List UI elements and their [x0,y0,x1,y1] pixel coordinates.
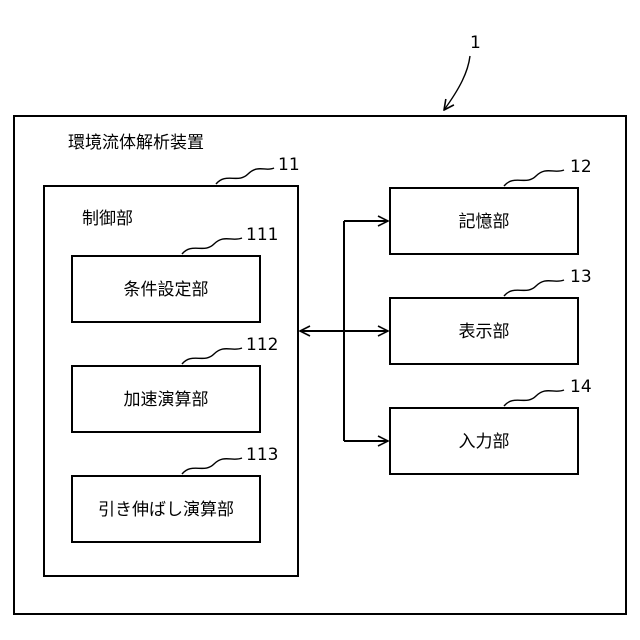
sub-unit-label-stretch-calc: 引き伸ばし演算部 [98,500,234,520]
sub-unit-label-acceleration-calc: 加速演算部 [124,390,209,410]
ref-numeral-stretch-calc: 113 [246,445,278,465]
device-title: 環境流体解析装置 [68,133,204,153]
ref-numeral-condition-setting: 111 [246,225,278,245]
ref-numeral-control-unit: 11 [278,155,300,175]
ref-numeral-device: 1 [470,33,481,53]
ref-numeral-storage: 12 [570,157,592,177]
device-pointer-arrow [444,56,470,110]
ref-numeral-display: 13 [570,267,592,287]
ref-numeral-acceleration-calc: 112 [246,335,278,355]
control-unit-title: 制御部 [82,209,133,229]
peripheral-label-storage: 記憶部 [459,212,510,232]
sub-unit-label-condition-setting: 条件設定部 [124,280,209,300]
peripheral-label-input: 入力部 [459,432,510,452]
peripheral-label-display: 表示部 [459,322,510,342]
ref-numeral-input: 14 [570,377,592,397]
